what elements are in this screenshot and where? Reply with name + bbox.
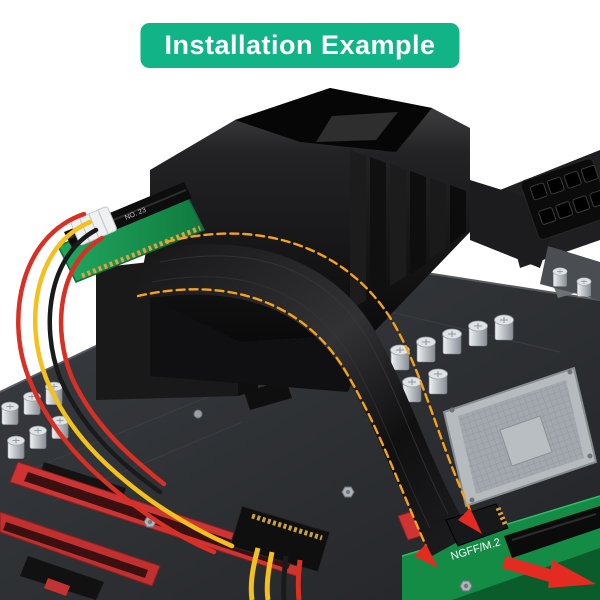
- capacitor: [442, 328, 462, 355]
- wire-red: [58, 235, 167, 487]
- standoff-screw: [341, 486, 355, 498]
- cpu-socket: [442, 366, 598, 508]
- power-wires: [16, 211, 235, 555]
- gold-fingers: [251, 513, 323, 541]
- ribbon-body: [136, 244, 470, 556]
- heatsink-highlight: [316, 112, 398, 142]
- wire-red: [16, 211, 217, 555]
- arrow-icon: [458, 508, 482, 534]
- guide-lower: [136, 288, 428, 548]
- standoff-screw: [459, 580, 473, 592]
- capacitor: [428, 368, 448, 395]
- cpu-socket-center: [499, 415, 553, 467]
- front-panel-header: [20, 556, 104, 600]
- guide-upper: [164, 232, 472, 512]
- direction-arrows: [414, 508, 596, 588]
- jumper-block: [44, 578, 70, 596]
- capacitor: [576, 277, 592, 297]
- heatsink-fins: [350, 150, 466, 310]
- capacitor: [494, 314, 514, 341]
- capacitor: [0, 401, 20, 426]
- gold-fingers: [495, 506, 509, 528]
- pcie-slot-groove: [3, 522, 148, 578]
- capacitor: [468, 320, 488, 347]
- capacitor: [6, 435, 26, 460]
- capacitor: [552, 267, 568, 287]
- sata-wire-black: [281, 555, 289, 600]
- chip-icon: [244, 380, 292, 410]
- atx-8pin-connector: [520, 158, 600, 240]
- sata-power-connector: [229, 505, 331, 600]
- capacitor: [416, 336, 436, 363]
- gold-fingers: [81, 225, 201, 279]
- screw-icon: [193, 409, 203, 419]
- dashed-guide-line: [136, 232, 472, 548]
- sata-wire-yellow: [248, 547, 261, 600]
- banner: Installation Example: [140, 23, 460, 68]
- capacitor: [28, 425, 47, 450]
- banner-label: Installation Example: [164, 30, 436, 60]
- heatsink-skirt: [150, 298, 372, 392]
- arrow-icon: [414, 544, 438, 568]
- wire-black: [47, 227, 163, 495]
- sata-wire-red: [295, 559, 303, 600]
- wire-yellow: [32, 219, 235, 549]
- ribbon-cable: [136, 244, 470, 556]
- m2-socket: [504, 506, 600, 558]
- sata-wire-yellow: [264, 551, 275, 600]
- arrow-icon: [502, 556, 596, 588]
- power-section: [470, 150, 600, 300]
